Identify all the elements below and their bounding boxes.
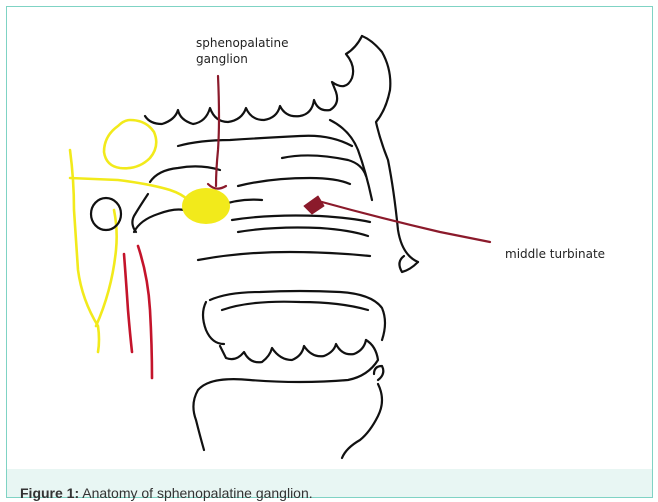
figure-caption: Figure 1: Anatomy of sphenopalatine gang… <box>20 485 313 501</box>
canal-circle <box>91 198 121 230</box>
red-vessels <box>124 246 152 378</box>
skull-outline <box>145 36 418 272</box>
ganglion-label-line1: sphenopalatine <box>196 36 289 50</box>
ganglion-label-line2: ganglion <box>196 52 248 66</box>
turbinate-label: middle turbinate <box>505 247 605 261</box>
turbinate-lines <box>132 155 370 260</box>
caption-text: Anatomy of sphenopalatine ganglion. <box>82 485 312 501</box>
caption-label: Figure 1: <box>20 485 79 501</box>
sphenopalatine-ganglion-marker <box>182 188 230 224</box>
turbinate-pointer-arrowhead <box>304 196 324 214</box>
anatomy-drawing: sphenopalatine ganglion middle turbinate <box>0 0 658 470</box>
jaw-outline <box>193 291 385 458</box>
